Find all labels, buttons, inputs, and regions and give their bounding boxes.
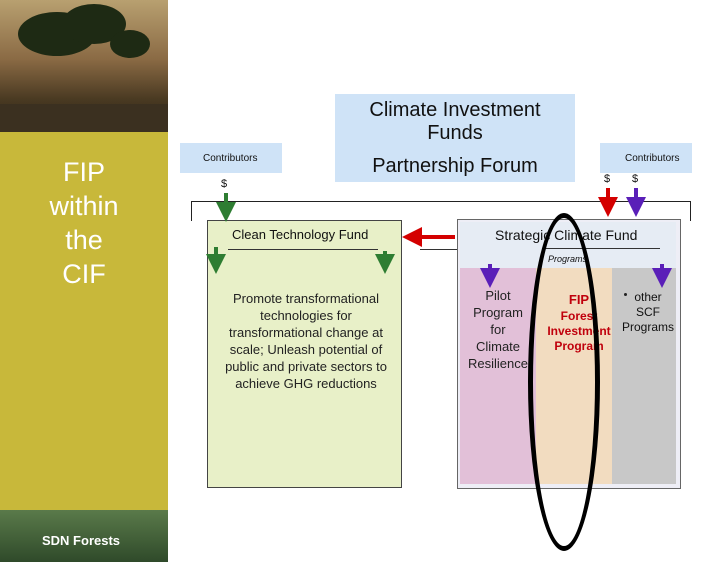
savanna-photo	[0, 0, 168, 132]
sidebar-title: FIP within the CIF	[0, 155, 168, 291]
pilot-program-label: Pilot Program for Climate Resilience	[462, 287, 534, 372]
sidebar-title-line: CIF	[62, 259, 106, 289]
pilot-line: Climate	[475, 339, 521, 354]
ctf-title: Clean Technology Fund	[232, 227, 369, 242]
pilot-line: Resilience	[468, 356, 528, 371]
dollar-sign: $	[632, 173, 639, 185]
forum-title: Climate Investment Funds	[335, 99, 575, 145]
sidebar-title-line: the	[65, 225, 103, 255]
bracket-line	[191, 201, 691, 221]
fip-highlight-ellipse	[528, 213, 600, 551]
ctf-box	[207, 220, 402, 488]
ctf-description: Promote transformational technologies fo…	[225, 291, 387, 391]
contributors-label-right: Contributors	[625, 153, 680, 164]
sidebar-title-line: within	[49, 191, 119, 221]
other-programs-column	[612, 268, 676, 484]
forest-photo	[0, 510, 168, 562]
sidebar-title-line: FIP	[62, 157, 105, 187]
connector-line	[420, 249, 458, 250]
other-line: Programs	[621, 320, 674, 334]
other-line: other	[634, 290, 662, 304]
pilot-line: Pilot	[485, 288, 511, 303]
other-line: SCF	[636, 305, 660, 319]
pilot-line: Program	[473, 305, 523, 320]
other-programs-label: other SCF Programs	[618, 290, 678, 335]
footer-label: SDN Forests	[42, 533, 121, 548]
dollar-sign: $	[221, 178, 228, 190]
contributors-label-left: Contributors	[203, 153, 258, 164]
forum-subtitle: Partnership Forum	[372, 155, 538, 177]
dollar-sign: $	[604, 173, 611, 185]
ctf-underline	[228, 249, 378, 250]
contributors-box-right	[600, 143, 692, 173]
contributors-box-left	[180, 143, 282, 173]
forum-title-line: Climate Investment	[369, 99, 541, 121]
partnership-forum-box	[335, 94, 575, 182]
pilot-line: for	[490, 322, 506, 337]
dot-marker	[624, 293, 627, 296]
forum-title-line: Funds	[427, 122, 483, 144]
pilot-program-column	[460, 268, 536, 484]
scf-underline	[545, 248, 660, 249]
